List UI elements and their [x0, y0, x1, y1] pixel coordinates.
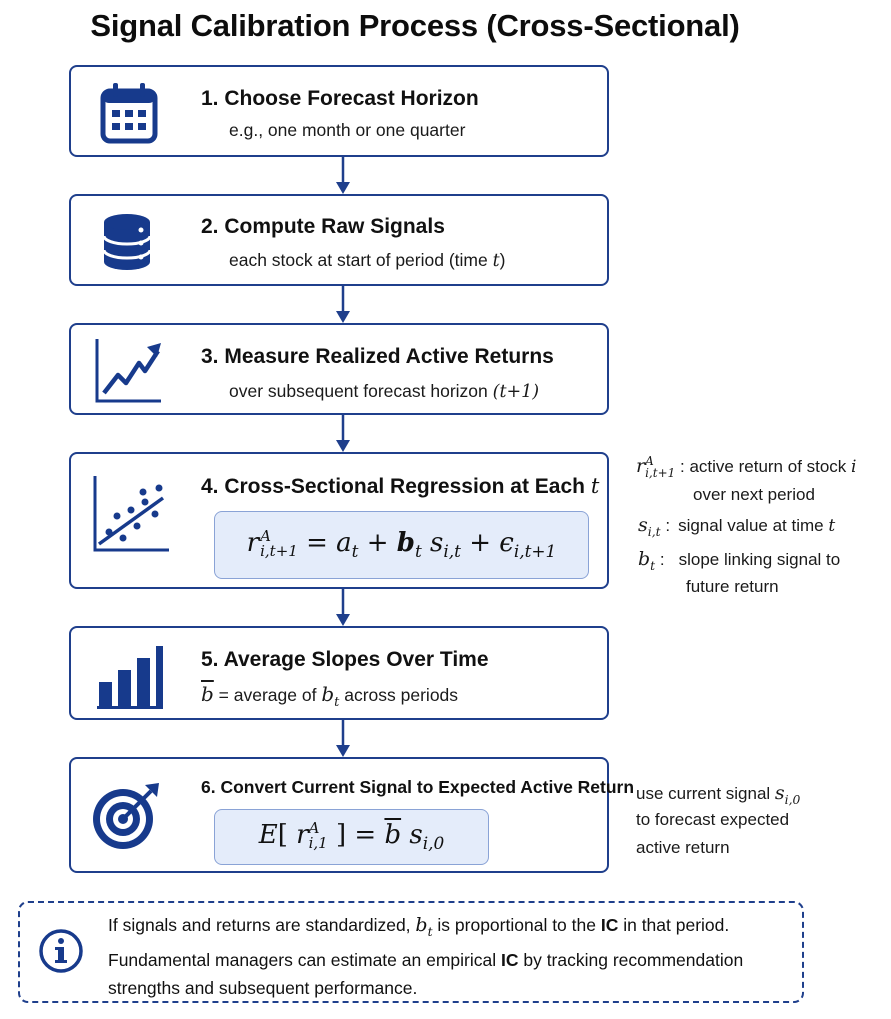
step-2-box: 2. Compute Raw Signals each stock at sta… — [69, 194, 609, 286]
step-5-box: 5. Average Slopes Over Time b = average … — [69, 626, 609, 720]
step-4-heading-text: 4. Cross-Sectional Regression at Each — [201, 475, 591, 498]
step-5-subtitle-end: across periods — [339, 685, 459, 705]
step-6-box: 6. Convert Current Signal to Expected Ac… — [69, 757, 634, 873]
step-3-heading: 3. Measure Realized Active Returns — [201, 345, 554, 368]
time-variable-2: t — [828, 516, 836, 536]
step-3-box: 3. Measure Realized Active Returns over … — [69, 323, 609, 415]
scatter-plot-icon — [93, 476, 169, 552]
slope-symbol-2: bt — [321, 682, 340, 710]
side-note-line3: active return — [636, 838, 730, 857]
step-5-subtitle: b = average of bt across periods — [201, 682, 458, 710]
definition-signal-text: signal value at time — [678, 516, 829, 535]
side-note-line2: to forecast expected — [636, 810, 790, 829]
step-3-subtitle: over subsequent forecast horizon (t+1) — [229, 381, 539, 402]
stock-variable: i — [851, 457, 857, 477]
arrow-down-5 — [336, 720, 350, 757]
note-ic-1: IC — [600, 915, 619, 935]
definition-return-line2: over next period — [693, 485, 815, 504]
step-1-box: 1. Choose Forecast Horizon e.g., one mon… — [69, 65, 609, 157]
bar-chart-icon — [97, 646, 163, 709]
note-ic-2: IC — [500, 949, 519, 970]
info-note-text: If signals and returns are standardized,… — [108, 911, 798, 1002]
side-note-line1: use current signal si,0 — [636, 782, 800, 807]
note-part-3: in that period. — [618, 915, 730, 935]
note-part-5: by tracking recommendation strengths and… — [108, 949, 744, 998]
step-1-heading: 1. Choose Forecast Horizon — [201, 87, 479, 110]
step-2-heading: 2. Compute Raw Signals — [201, 215, 445, 238]
arrow-down-3 — [336, 415, 350, 452]
note-slope-symbol: bt — [415, 914, 433, 939]
step-5-heading: 5. Average Slopes Over Time — [201, 648, 489, 671]
side-note-text-1: use current signal — [636, 784, 775, 803]
signal-symbol: si,t — [638, 514, 661, 539]
definition-signal: si,t : signal value at time t — [638, 514, 835, 539]
calendar-icon — [100, 83, 158, 144]
step-4-heading: 4. Cross-Sectional Regression at Each t — [201, 474, 599, 499]
step-1-subtitle: e.g., one month or one quarter — [229, 120, 466, 140]
definition-return-colon: : — [680, 457, 685, 476]
definition-slope-line2: future return — [686, 577, 779, 596]
database-icon — [102, 214, 152, 270]
step-4-heading-var: t — [590, 474, 600, 498]
definition-signal-colon: : — [665, 516, 671, 535]
page-title: Signal Calibration Process (Cross-Sectio… — [90, 8, 740, 43]
step-5-subtitle-mid: = average of — [213, 685, 322, 705]
horizon-expression: (t+1) — [492, 382, 540, 402]
definition-return-text: active return of stock — [689, 457, 852, 476]
info-note-box: If signals and returns are standardized,… — [18, 901, 804, 1003]
arrow-down-1 — [336, 157, 350, 194]
line-chart-icon — [95, 339, 161, 403]
step-2-subtitle-text: each stock at start of period (time — [229, 250, 493, 270]
step-4-box: 4. Cross-Sectional Regression at Each t … — [69, 452, 609, 589]
definition-slope-colon: : — [659, 550, 665, 569]
arrow-down-2 — [336, 286, 350, 323]
definition-slope: bt : slope linking signal to — [638, 548, 840, 573]
target-icon — [93, 783, 159, 849]
step-2-subtitle: each stock at start of period (time t) — [229, 250, 505, 271]
time-variable: t — [492, 251, 500, 271]
current-signal-symbol: si,0 — [774, 782, 801, 807]
definition-slope-text: slope linking signal to — [678, 550, 841, 569]
note-part-2: is proportional to the — [432, 915, 601, 935]
note-part-4: Fundamental managers can estimate an emp… — [108, 949, 501, 970]
average-slope-symbol: b — [201, 682, 214, 706]
step-3-subtitle-text: over subsequent forecast horizon — [229, 381, 493, 401]
arrow-down-4 — [336, 589, 350, 626]
note-part-1: If signals and returns are standardized, — [108, 915, 416, 935]
info-icon — [39, 929, 83, 973]
step-2-subtitle-end: ) — [499, 250, 506, 270]
slope-symbol: bt — [638, 548, 656, 573]
step-6-heading: 6. Convert Current Signal to Expected Ac… — [201, 777, 635, 797]
